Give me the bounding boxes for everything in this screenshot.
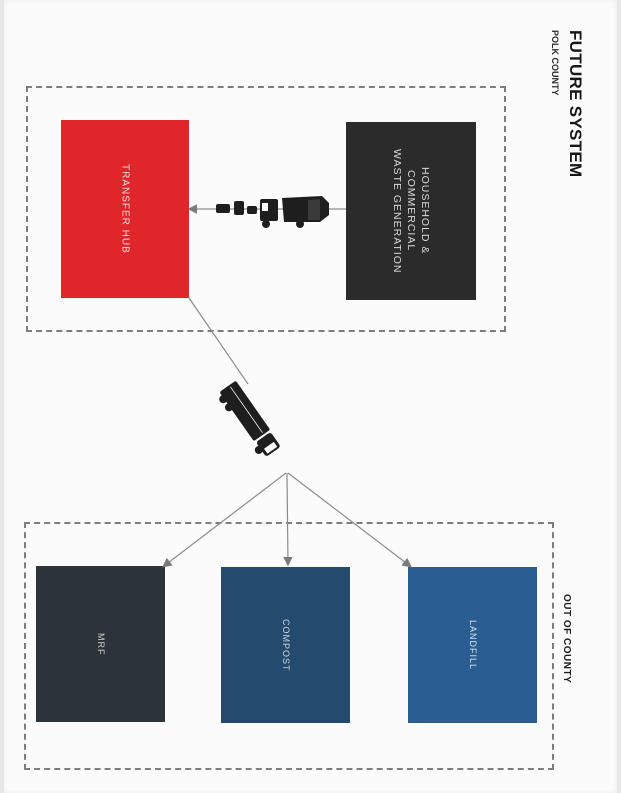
mrf-box: MRF	[36, 566, 165, 722]
out-of-county-label: OUT OF COUNTY	[561, 594, 572, 684]
page-title: FUTURE SYSTEM	[566, 30, 585, 178]
compost-label: COMPOST	[281, 618, 291, 672]
transfer-hub-label: TRANSFER HUB	[119, 164, 131, 254]
truck-to-mrf-arrow	[162, 472, 287, 568]
mrf-label: MRF	[96, 632, 106, 656]
truck-to-compost-arrow	[283, 472, 293, 567]
waste-generation-box: HOUSEHOLD & COMMERCIAL WASTE GENERATION	[346, 122, 476, 300]
hub-to-truck-line	[188, 297, 249, 385]
truck-to-landfill-arrow	[287, 472, 412, 568]
waste-generation-label: HOUSEHOLD & COMMERCIAL WASTE GENERATION	[391, 148, 431, 274]
polk-county-group	[26, 86, 506, 332]
flow-connectors	[162, 196, 412, 568]
out-of-county-group	[24, 522, 554, 770]
page: FUTURE SYSTEM POLK COUNTY OUT OF COUNTY …	[4, 0, 617, 793]
transfer-hub-box: TRANSFER HUB	[61, 120, 189, 298]
landfill-box: LANDFILL	[408, 567, 537, 723]
garbage-truck-icon	[216, 196, 329, 228]
page-subtitle: POLK COUNTY	[550, 30, 560, 96]
semi-truck-icon	[219, 381, 280, 456]
landfill-label: LANDFILL	[468, 619, 478, 671]
compost-box: COMPOST	[221, 567, 350, 723]
